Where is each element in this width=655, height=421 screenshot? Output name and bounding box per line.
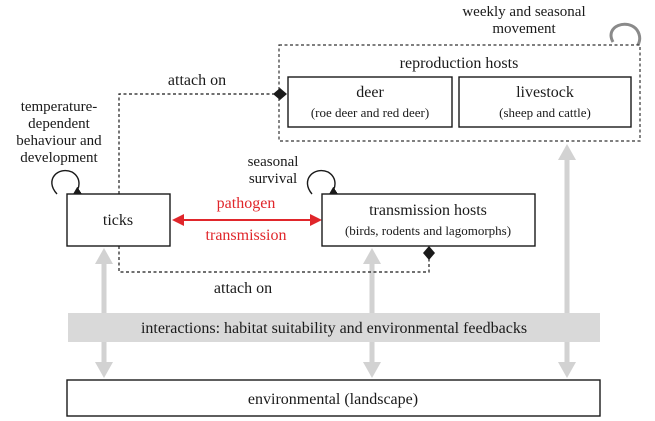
attach-top-diamond: [273, 88, 287, 100]
ticks-behaviour-line4: development: [20, 150, 98, 166]
movement-label-line2: movement: [492, 21, 556, 37]
ticks-behaviour-line1: temperature-: [21, 99, 98, 115]
ticks-label: ticks: [103, 212, 133, 229]
reproduction-hosts-title: reproduction hosts: [400, 55, 519, 72]
interactions-band: [68, 313, 600, 342]
transmission-hosts-detail: (birds, rodents and lagomorphs): [345, 223, 511, 238]
transmission-loop-icon: [306, 169, 338, 195]
transmission-hosts-title: transmission hosts: [369, 202, 487, 219]
transmission-label: transmission: [206, 227, 287, 244]
pathogen-label: pathogen: [217, 195, 276, 212]
transmission-hosts-box: [321, 193, 536, 247]
environment-label: environmental (landscape): [248, 391, 418, 408]
ticks-loop-icon: [51, 169, 82, 195]
attach-bottom-diamond: [423, 246, 435, 260]
attach-bottom-label: attach on: [214, 280, 272, 297]
deer-box: [287, 76, 453, 128]
seasonal-survival-line1: seasonal: [248, 154, 299, 170]
movement-label-line1: weekly and seasonal: [462, 4, 585, 20]
attach-top-connector: [118, 93, 276, 194]
deer-detail: (roe deer and red deer): [311, 105, 429, 120]
ticks-behaviour-line2: dependent: [28, 116, 90, 132]
deer-label: deer: [356, 84, 384, 101]
attach-bottom-connector: [118, 246, 430, 273]
pathogen-transmission-arrow: [172, 214, 322, 226]
environment-box: [66, 379, 601, 417]
ticks-behaviour-line3: behaviour and: [16, 133, 102, 149]
ticks-box: [66, 193, 171, 247]
livestock-box: [458, 76, 632, 128]
livestock-detail: (sheep and cattle): [499, 105, 591, 120]
attach-top-label: attach on: [168, 72, 226, 89]
livestock-label: livestock: [516, 84, 574, 101]
seasonal-survival-line2: survival: [249, 171, 297, 187]
reproduction-environment-arrow: [558, 144, 576, 378]
interactions-label: interactions: habitat suitability and en…: [141, 320, 527, 337]
